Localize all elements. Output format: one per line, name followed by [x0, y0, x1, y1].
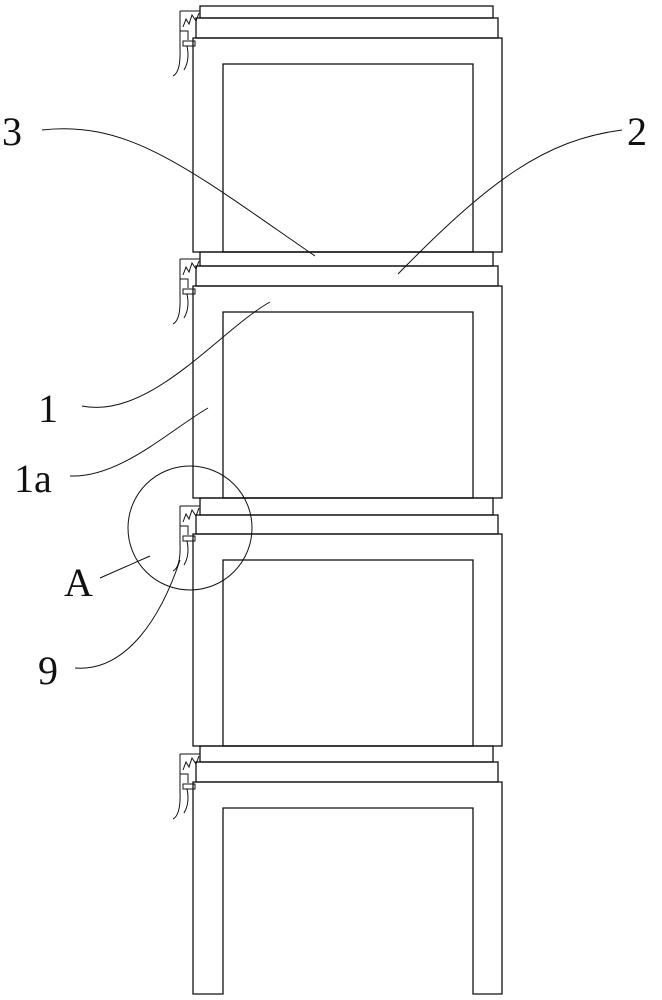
label-2: 2	[627, 109, 647, 154]
base-top-seal	[195, 761, 499, 783]
module-1-outer-frame	[192, 37, 503, 253]
module-1	[172, 5, 503, 253]
leader-1	[81, 301, 271, 408]
label-a: A	[64, 560, 93, 605]
module-3-top-plate	[199, 497, 494, 516]
module-2-outer-frame	[192, 285, 503, 499]
leader-2	[397, 129, 623, 275]
leader-a	[99, 555, 151, 579]
leader-1a	[69, 407, 209, 477]
label-3: 3	[2, 109, 22, 154]
base-top-plate	[199, 745, 494, 763]
module-3-top-seal	[195, 514, 499, 535]
detail-circle-a	[127, 465, 253, 591]
module-2-clip	[172, 258, 200, 325]
module-2-inner-window	[222, 311, 474, 499]
module-1-top-plate	[199, 5, 494, 19]
module-1-top-seal	[195, 17, 499, 39]
module-1-inner-window	[222, 63, 474, 253]
leader-lines	[41, 128, 623, 669]
base-frame	[192, 781, 503, 995]
module-1-clip	[172, 10, 200, 77]
module-3-inner-window	[222, 559, 474, 747]
module-2	[172, 251, 503, 499]
module-2-top-plate	[199, 251, 494, 267]
label-1a: 1a	[14, 456, 52, 501]
base-clip	[172, 753, 200, 820]
label-1: 1	[38, 386, 58, 431]
label-9: 9	[38, 648, 58, 693]
leader-9	[74, 559, 181, 669]
module-2-top-seal	[195, 265, 499, 287]
base-stand	[172, 745, 503, 995]
module-3	[172, 497, 503, 747]
leader-3	[41, 128, 316, 257]
module-3-clip	[172, 505, 200, 572]
